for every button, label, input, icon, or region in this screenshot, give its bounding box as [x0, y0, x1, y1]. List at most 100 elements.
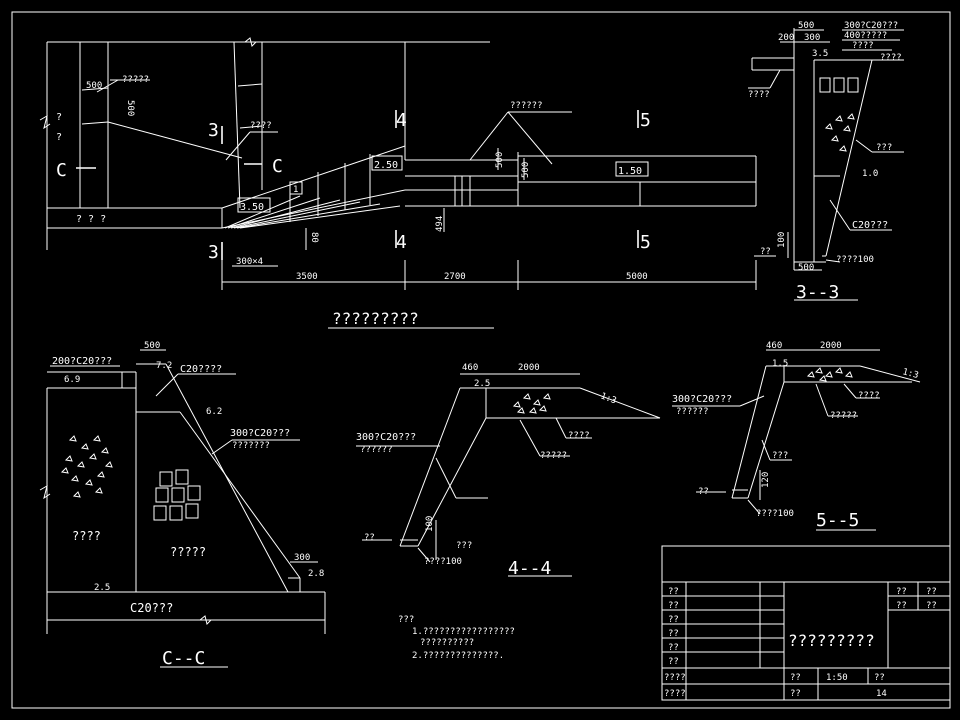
s44-dim-100: 100 — [425, 516, 435, 532]
dim-3500: 3500 — [296, 272, 318, 282]
tb-r8: ???? — [664, 689, 686, 699]
section-5-5: 460 2000 1.5 1:3 300?C20??? ?????? ???? … — [672, 341, 921, 531]
s44-label-c: ???? — [568, 431, 590, 441]
s55-label-d: ????? — [830, 411, 857, 421]
scc-label-300b: ??????? — [232, 441, 270, 451]
s44-dim-2000: 2000 — [518, 363, 540, 373]
q2: ? — [56, 132, 62, 143]
dim-500c: 500 — [495, 152, 505, 168]
tb-num-value: 14 — [876, 689, 887, 699]
notes-heading: ??? — [398, 615, 414, 625]
scc-elev-28: 2.8 — [308, 569, 324, 579]
tb-top1: ?? — [896, 587, 907, 597]
step-1: 1 — [293, 185, 298, 195]
sec4-bot: 4 — [396, 232, 407, 253]
scc-label-c20: C20???? — [180, 364, 222, 375]
q1: ? — [56, 112, 62, 123]
tb-r7: ???? — [664, 673, 686, 683]
dim-steps: 300×4 — [236, 257, 263, 267]
scc-elev-72: 7.2 — [156, 361, 172, 371]
s33-label-a: 300?C20??? — [844, 21, 898, 31]
s33-label-d: ???? — [880, 53, 902, 63]
bottom-left-label: ? ? ? — [76, 214, 106, 225]
slope-250: 2.50 — [374, 160, 398, 171]
outer-frame — [11, 11, 951, 709]
slope-150: 1.50 — [618, 166, 642, 177]
tb-top3: ?? — [896, 601, 907, 611]
s44-dim-460: 460 — [462, 363, 478, 373]
s44-title: 4--4 — [508, 558, 551, 579]
s44-slope: 1:3 — [599, 391, 618, 406]
s33-elev-top: 3.5 — [812, 49, 828, 59]
dim-500a: 500 — [86, 81, 102, 91]
section-4-4: 460 2000 2.5 1:3 300?C20??? ?????? ???? … — [356, 363, 661, 579]
section-3-3: 500 200 300 3.5 300?C20??? 400????? ????… — [748, 21, 904, 303]
dim-500b: 500 — [125, 100, 135, 116]
tb-scale-label: ?? — [790, 673, 801, 683]
s33-dim-300: 300 — [804, 33, 820, 43]
s44-label-e: ??? — [456, 541, 472, 551]
slope-350: 3.50 — [240, 202, 264, 213]
scc-label-left: ???? — [72, 529, 101, 543]
s33-label-e: ???? — [748, 90, 770, 100]
tb-top2: ?? — [926, 587, 937, 597]
tb-r3: ?? — [668, 615, 679, 625]
s55-slope: 1:3 — [901, 367, 919, 381]
dim-500d: 500 — [521, 162, 531, 178]
s55-dim-120: 120 — [761, 472, 771, 488]
notes-line1: 1.????????????????? — [412, 627, 515, 637]
scc-dim-500: 500 — [144, 341, 160, 351]
notes-line1b: ?????????? — [420, 638, 474, 648]
s55-elev-15: 1.5 — [772, 359, 788, 369]
plan-title: ????????? — [332, 309, 419, 328]
sec4-top: 4 — [396, 110, 407, 131]
s44-elev-bot: ?? — [364, 533, 375, 543]
s55-dim-460: 460 — [766, 341, 782, 351]
tb-scale-value: 1:50 — [826, 673, 848, 683]
s44-elev-25: 2.5 — [474, 379, 490, 389]
dim-494: 494 — [435, 216, 445, 232]
sec5-top: 5 — [640, 110, 651, 131]
s44-label-a: 300?C20??? — [356, 432, 416, 443]
notes: ??? 1.????????????????? ?????????? 2.???… — [398, 615, 515, 661]
s55-label-a: 300?C20??? — [672, 394, 732, 405]
s33-label-c: ???? — [852, 41, 874, 51]
s55-dim-2000: 2000 — [820, 341, 842, 351]
tb-r5: ?? — [668, 643, 679, 653]
scc-elev-69: 6.9 — [64, 375, 80, 385]
notes-line2: 2.??????????????. — [412, 651, 504, 661]
sec-c-left: C — [56, 160, 67, 181]
sec3-top: 3 — [208, 120, 219, 141]
s33-dim-100: 100 — [777, 232, 787, 248]
section-c-c: 500 200?C20??? 6.9 7.2 C20???? 6.2 300?C… — [39, 341, 326, 669]
s33-label-f: ??? — [876, 143, 892, 153]
sec3-bot: 3 — [208, 242, 219, 263]
s55-label-e: ??? — [772, 451, 788, 461]
tb-num-label: ?? — [790, 689, 801, 699]
title-block: ?? ?? ?? ?? ?? ?? ???? ???? ?? ?? ?? ?? … — [661, 545, 951, 701]
s33-label-b: 400????? — [844, 31, 887, 41]
note-center: ???? — [250, 121, 272, 131]
scc-label-mid: ????? — [170, 545, 206, 559]
s33-title: 3--3 — [796, 282, 839, 303]
s33-dim-200: 200 — [778, 33, 794, 43]
s33-label-g: C20??? — [852, 220, 888, 231]
s33-label-h: ????100 — [836, 255, 874, 265]
s33-dim-500-top: 500 — [798, 21, 814, 31]
note-right: ?????? — [510, 101, 543, 111]
note-top-left: ????? — [122, 75, 149, 85]
scc-title: C--C — [162, 648, 205, 669]
scc-label-top: 200?C20??? — [52, 356, 112, 367]
dim-2700: 2700 — [444, 272, 466, 282]
s55-label-c: ???? — [858, 391, 880, 401]
s44-label-b: ?????? — [360, 445, 393, 455]
plan-view: 500 500 ????? ? ? C C ? ? ? 3 3 4 4 5 5 … — [39, 37, 757, 329]
scc-label-300: 300?C20??? — [230, 428, 290, 439]
s55-title: 5--5 — [816, 510, 859, 531]
sec5-bot: 5 — [640, 232, 651, 253]
s33-elev-bot: ?? — [760, 247, 771, 257]
s55-label-b: ?????? — [676, 407, 709, 417]
s44-label-d: ????? — [540, 451, 567, 461]
tb-sheet-label: ?? — [874, 673, 885, 683]
